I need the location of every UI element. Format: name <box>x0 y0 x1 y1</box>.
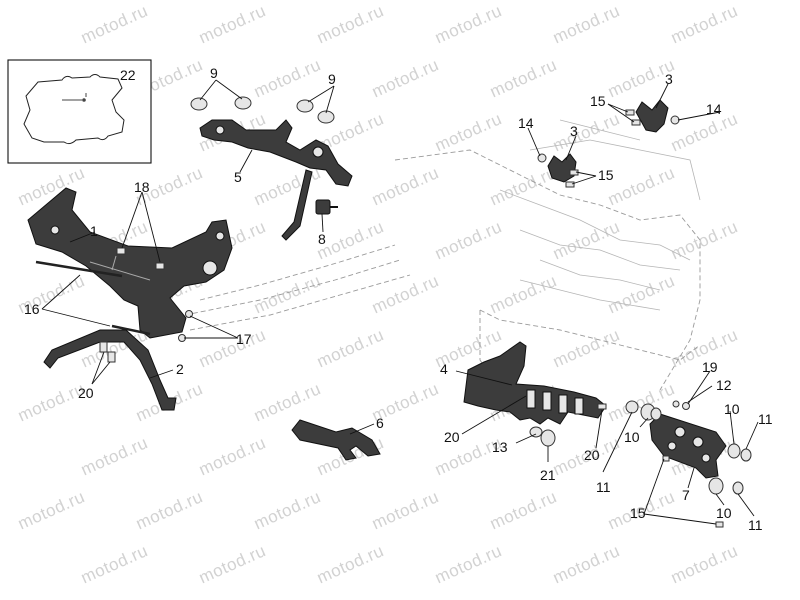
part-8-damper <box>315 199 338 215</box>
callout-7: 7 <box>682 487 690 503</box>
ghost-body-outline <box>184 119 701 391</box>
callout-12: 12 <box>716 377 732 393</box>
callout-13: 13 <box>492 439 508 455</box>
inset-label: 22 <box>120 67 136 83</box>
leader-lines <box>41 79 759 525</box>
callout-11b: 11 <box>758 411 773 427</box>
part-3-clips <box>547 99 669 183</box>
callout-11a: 11 <box>596 479 611 495</box>
callout-14a: 14 <box>706 101 722 117</box>
callout-5: 5 <box>234 169 242 185</box>
callout-10b: 10 <box>724 401 740 417</box>
callout-3a: 3 <box>665 71 673 87</box>
part-6-bracket <box>291 419 381 461</box>
callout-17: 17 <box>236 331 252 347</box>
callout-1: 1 <box>90 223 98 239</box>
callout-15b: 15 <box>598 167 614 183</box>
part-7-plate <box>649 413 727 479</box>
callout-15c: 15 <box>630 505 646 521</box>
callout-10a: 10 <box>624 429 640 445</box>
small-hardware <box>529 400 752 528</box>
callout-16: 16 <box>24 301 40 317</box>
part-2-lower-stay <box>43 329 177 411</box>
part-1-front-frame <box>27 187 233 339</box>
callout-18: 18 <box>134 179 150 195</box>
callout-8: 8 <box>318 231 326 247</box>
part-4-battery-tray <box>463 341 607 425</box>
callout-20a: 20 <box>78 385 94 401</box>
part-9-grommets <box>190 96 335 124</box>
part-16-long-bolts <box>35 260 151 336</box>
callout-15a: 15 <box>590 93 606 109</box>
callout-20b: 20 <box>444 429 460 445</box>
part-22-pad <box>23 74 125 145</box>
callout-2: 2 <box>176 361 184 377</box>
callout-9a: 9 <box>210 65 218 81</box>
part-17-nuts <box>178 310 193 342</box>
callout-3b: 3 <box>570 123 578 139</box>
inset-box <box>7 59 152 164</box>
part-5-upper-bracket <box>199 119 353 241</box>
callout-4: 4 <box>440 361 448 377</box>
callout-6: 6 <box>376 415 384 431</box>
callout-9b: 9 <box>328 71 336 87</box>
callout-20c: 20 <box>584 447 600 463</box>
callout-21: 21 <box>540 467 556 483</box>
callout-14b: 14 <box>518 115 534 131</box>
callout-11c: 11 <box>748 517 763 533</box>
part-20-screws-left <box>99 341 116 363</box>
callout-labels: 22 1 2 3 3 4 5 6 7 8 9 9 10 10 10 11 11 … <box>24 65 773 533</box>
part-18-screws <box>116 247 165 270</box>
callout-10c: 10 <box>716 505 732 521</box>
callout-19: 19 <box>702 359 718 375</box>
